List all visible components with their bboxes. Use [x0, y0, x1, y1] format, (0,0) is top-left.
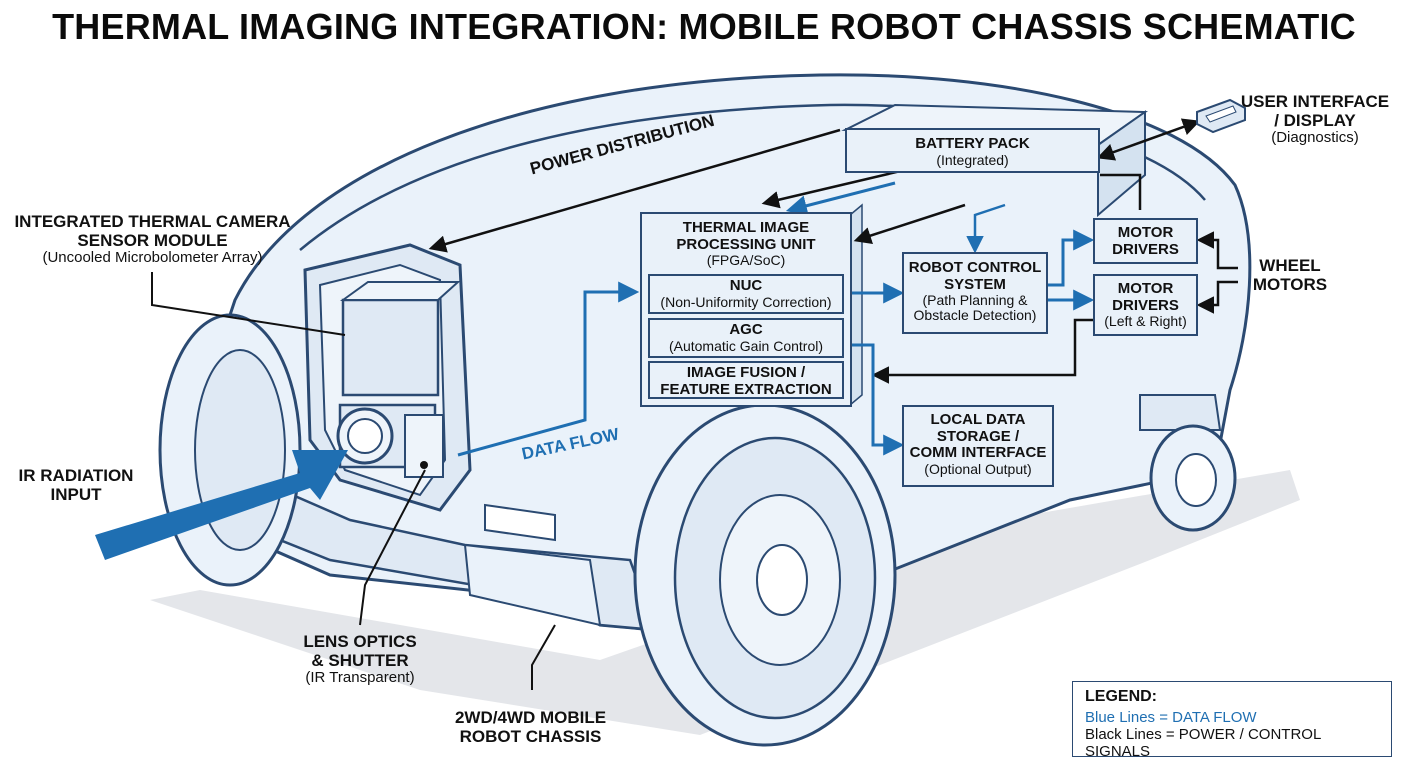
line-rcs-to-md1: [1048, 229, 1095, 287]
agc-module[interactable]: AGC (Automatic Gain Control): [648, 318, 844, 358]
sensor-cube: [341, 298, 440, 397]
leader-chassis: [531, 624, 556, 690]
motor-drivers-2[interactable]: MOTOR DRIVERS (Left & Right): [1093, 274, 1198, 336]
line-wheel-to-md2: [1196, 280, 1238, 314]
legend-black: Black Lines = POWER / CONTROL SIGNALS: [1085, 726, 1321, 760]
camera-module-label: INTEGRATED THERMAL CAMERA SENSOR MODULE …: [14, 212, 291, 267]
line-battery-to-md: [1100, 173, 1142, 210]
legend-blue: Blue Lines = DATA FLOW: [1085, 709, 1257, 726]
wheel-motors-label: WHEEL MOTORS: [1252, 256, 1328, 295]
line-sensor-to-pu: [457, 281, 640, 457]
line-power-to-camera: [428, 128, 841, 253]
lens-optics-label: LENS OPTICS & SHUTTER (IR Transparent): [303, 632, 417, 687]
legend-title: LEGEND:: [1085, 688, 1157, 705]
image-fusion-module[interactable]: IMAGE FUSION / FEATURE EXTRACTION: [648, 361, 844, 399]
leader-lens: [359, 469, 426, 626]
line-agc-to-storage: [850, 343, 905, 456]
caster-mount: [1139, 394, 1222, 431]
ir-input-label: IR RADIATION INPUT: [18, 466, 134, 505]
line-battery-to-pu-blue: [785, 181, 896, 216]
ground-shadow: [150, 470, 1300, 735]
page-title: THERMAL IMAGING INTEGRATION: MOBILE ROBO…: [52, 6, 1356, 47]
shutter-dot: [420, 461, 428, 469]
line-battery-to-rcs: [966, 203, 1006, 254]
line-wheel-to-md1: [1196, 231, 1238, 270]
ir-input-arrow: [95, 450, 348, 560]
rear-caster-rim: [1175, 453, 1217, 507]
line-md-feedback: [871, 318, 1093, 384]
lens-glass: [347, 418, 383, 454]
local-data-storage[interactable]: LOCAL DATA STORAGE / COMM INTERFACE (Opt…: [902, 405, 1054, 487]
battery-pack[interactable]: BATTERY PACK (Integrated): [845, 128, 1100, 173]
user-interface-label: USER INTERFACE / DISPLAY (Diagnostics): [1240, 92, 1390, 147]
chassis-label: 2WD/4WD MOBILE ROBOT CHASSIS: [454, 708, 607, 747]
robot-control-system[interactable]: ROBOT CONTROL SYSTEM (Path Planning & Ob…: [902, 252, 1048, 334]
leader-camera: [151, 272, 346, 336]
bumper-panel: [463, 543, 602, 627]
motor-drivers-1[interactable]: MOTOR DRIVERS: [1093, 218, 1198, 264]
front-right-wheel-hub: [756, 544, 808, 616]
line-ui-link: [1096, 118, 1201, 161]
sensor-cube-top: [339, 281, 461, 301]
display-screen-icon: [1205, 105, 1237, 123]
nuc-module[interactable]: NUC (Non-Uniformity Correction): [648, 274, 844, 314]
legend: LEGEND: Blue Lines = DATA FLOW Black Lin…: [1072, 681, 1392, 760]
line-battery-to-pu-2: [853, 203, 966, 245]
bumper-slot: [484, 503, 556, 542]
